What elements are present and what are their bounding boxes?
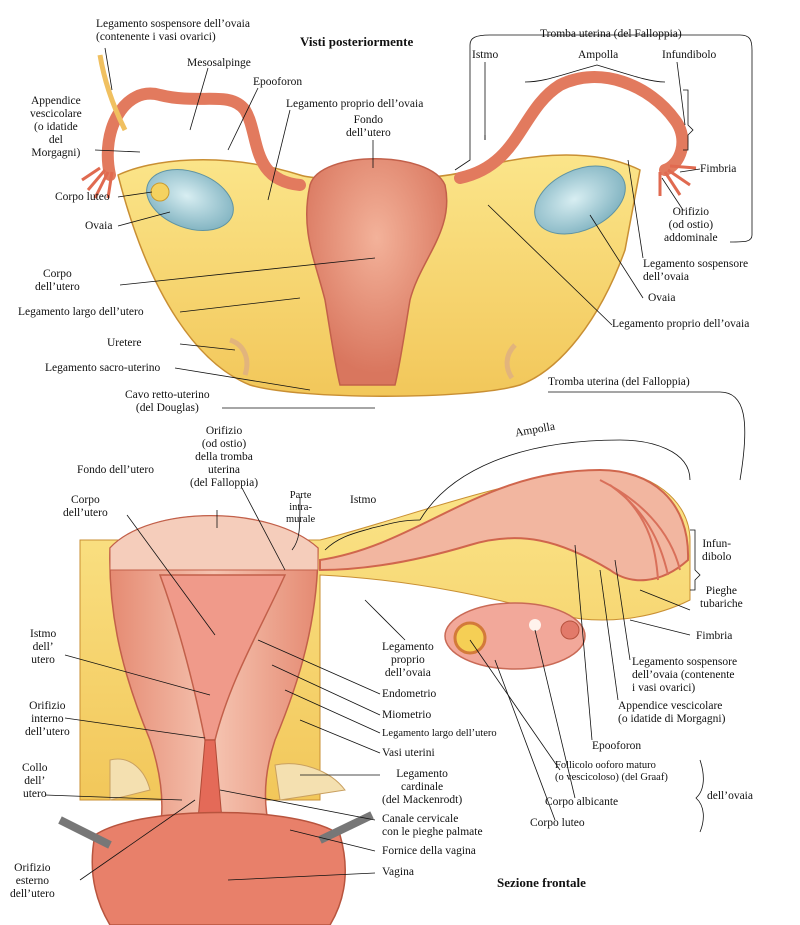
fundus-shape (109, 515, 319, 571)
leader-lines (44, 34, 753, 881)
label-proper-ligament-right: Legamento proprio dell’ovaia (612, 318, 750, 330)
title-frontal: Sezione frontale (497, 875, 586, 890)
label-broad-ligament-bottom: Legamento largo dell’utero (382, 728, 497, 739)
label-proper-ligament-top: Legamento proprio dell’ovaia (286, 98, 424, 110)
label-myometrium: Miometrio (382, 709, 432, 721)
label-epoophoron-bottom: Epooforon (592, 740, 642, 752)
right-ureter-shape (504, 343, 517, 380)
uterus-posterior-shape (306, 158, 448, 386)
corpus-albicans-shape (529, 619, 541, 631)
tube-section-shape (319, 468, 690, 582)
left-ureter-shape (229, 337, 250, 376)
label-ovary-left: Ovaia (85, 220, 113, 232)
label-fimbria-bottom: Fimbria (696, 630, 733, 642)
label-fallopian-tube-bottom: Tromba uterina (del Falloppia) (548, 376, 690, 388)
label-infundibulum-top: Infundibolo (662, 49, 717, 61)
tube-folds-shape (599, 479, 681, 581)
label-corpus-luteum-top: Corpo luteo (55, 191, 110, 203)
label-mesosalpinx: Mesosalpinge (187, 57, 251, 69)
label-infundibulum-bottom: Infun-dibolo (702, 538, 732, 563)
graafian-follicle-shape (453, 621, 487, 655)
label-isthmus-tube: Istmo (350, 494, 377, 506)
label-uterosacral-ligament: Legamento sacro-uterino (45, 362, 161, 374)
label-broad-ligament-top: Legamento largo dell’utero (18, 306, 144, 318)
right-fallopian-tube-shape (454, 71, 689, 184)
label-isthmus-top: Istmo (472, 49, 499, 61)
label-ovary-right: Ovaia (648, 292, 676, 304)
label-ureter: Uretere (107, 337, 142, 349)
label-vaginal-fornix: Fornice della vagina (382, 845, 476, 857)
vagina-shape (91, 811, 346, 925)
right-ovary-shape (534, 165, 626, 235)
label-vagina: Vagina (382, 866, 414, 878)
label-corpus-albicans: Corpo albicante (545, 796, 619, 808)
label-corpus-luteum-bottom: Corpo luteo (530, 817, 585, 829)
label-douglas-pouch: Cavo retto-uterino(del Douglas) (125, 389, 210, 414)
ovary-section-shape (444, 602, 586, 670)
right-retractor-shape (318, 811, 374, 844)
label-ampulla-top: Ampolla (578, 49, 619, 61)
title-posterior: Visti posteriormente (300, 34, 414, 49)
label-abdominal-ostium: Orifizio(od ostio)addominale (664, 206, 718, 244)
corpus-luteum-section-shape (560, 620, 580, 640)
posterior-view (81, 54, 697, 397)
left-ovary-shape (146, 169, 234, 231)
cardinal-ligament-shape (109, 758, 346, 801)
label-fundus-bottom: Fondo dell’utero (77, 464, 154, 476)
label-fallopian-tube-top: Tromba uterina (del Falloppia) (540, 28, 682, 40)
corpus-luteum-shape (150, 182, 170, 202)
left-retractor-shape (58, 816, 112, 849)
ovarian-vessels-shape (97, 54, 128, 132)
label-appendix-bottom: Appendice vescicolare(o idatide di Morga… (618, 700, 726, 725)
label-uterine-vessels: Vasi uterini (382, 747, 435, 759)
label-of-the-ovary: dell’ovaia (707, 790, 753, 802)
frontal-section (58, 468, 691, 925)
label-endometrium: Endometrio (382, 688, 437, 700)
left-fimbria-shape (81, 166, 114, 199)
label-epoophoron-top: Epooforon (253, 76, 303, 88)
right-fimbria-shape (658, 164, 697, 196)
label-fimbria-top: Fimbria (700, 163, 737, 175)
label-suspensory-ligament-top: Legamento sospensore dell’ovaia(contenen… (96, 18, 250, 43)
label-graafian-follicle: Follicolo ooforo maturo(o vescicoloso) (… (555, 760, 668, 783)
